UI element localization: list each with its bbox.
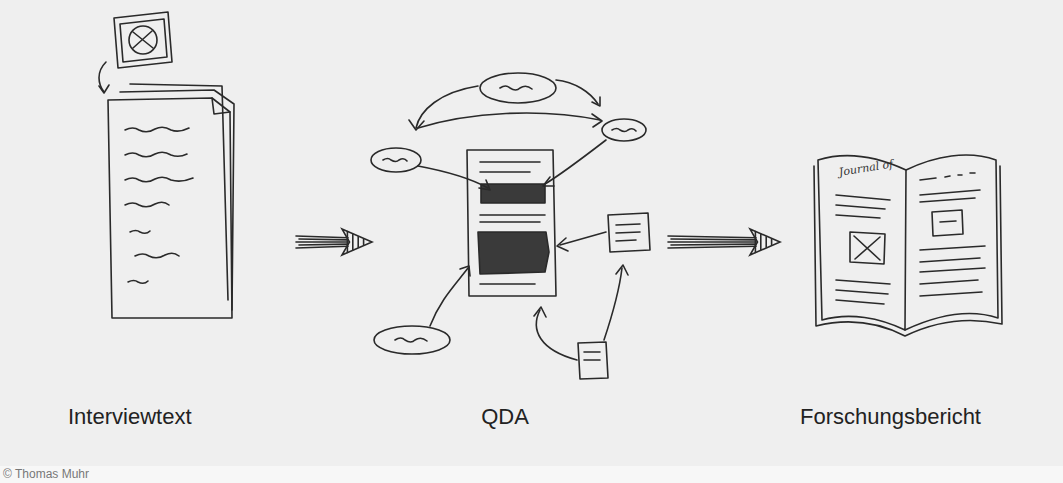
process-stage: QDA — [372, 10, 662, 440]
stage-label: Forschungsbericht — [800, 404, 981, 440]
stage-label: QDA — [481, 404, 529, 440]
document-stack-sketch — [108, 84, 234, 318]
copyright-note: © Thomas Muhr — [3, 467, 89, 481]
process-stage: Interviewtext — [48, 10, 290, 440]
qda-sketch — [371, 73, 650, 379]
journal-title: Journal of — [838, 157, 894, 178]
process-stage: Forschungsbericht — [780, 10, 1032, 440]
cassette-sketch — [99, 12, 172, 93]
stage-label: Interviewtext — [68, 404, 192, 440]
footer-strip — [0, 466, 1063, 483]
flow-arrow — [296, 229, 372, 255]
flow-arrow — [668, 229, 780, 255]
open-book-sketch — [814, 155, 1002, 336]
